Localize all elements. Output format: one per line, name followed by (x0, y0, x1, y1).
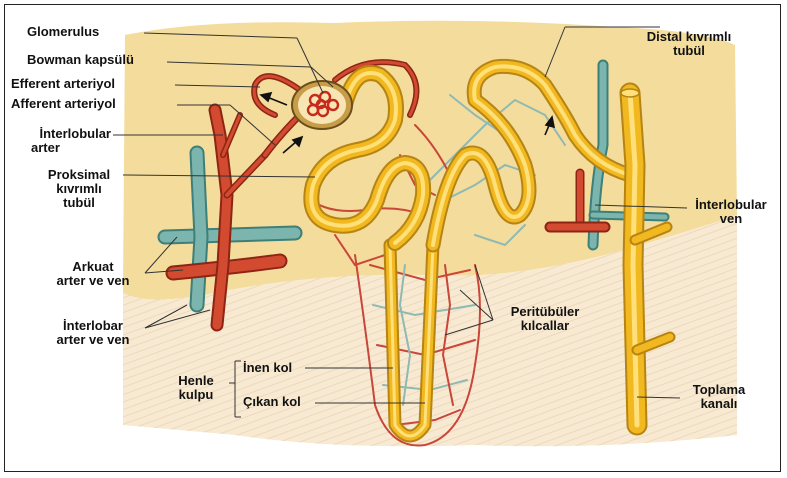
henle-loop (383, 238, 440, 443)
label-interlobar-line1: İnterlobar (63, 318, 123, 333)
label-interlobular-vein-line2: ven (719, 211, 743, 226)
label-distal-tubule: Distal kıvrımlı tubül (629, 30, 749, 58)
collecting-duct-top (620, 88, 640, 98)
label-interlobular-artery-line1: İnterlobular (39, 126, 111, 141)
label-arcuate-line2: arter ve ven (56, 273, 130, 288)
label-glomerulus: Glomerulus (27, 24, 100, 39)
label-collecting-line2: kanalı (700, 396, 738, 411)
label-arcuate: Arkuat arter ve ven (43, 260, 143, 288)
diagram-frame: Glomerulus Bowman kapsülü Efferent arter… (4, 4, 781, 472)
label-interlobar: İnterlobar arter ve ven (43, 319, 143, 347)
interlobular-artery-right (544, 168, 611, 233)
label-proximal-tubule: Proksimal kıvrımlı tubül (35, 168, 123, 210)
label-interlobular-artery-line2: arter (31, 140, 60, 155)
glomerulus-tuft (306, 90, 340, 118)
label-peritubular-line2: kılcallar (520, 318, 570, 333)
label-henle-loop: Henle kulpu (165, 374, 227, 402)
label-proximal-line3: tubül (63, 195, 95, 210)
label-proximal-line1: Proksimal (47, 167, 111, 182)
label-distal-line1: Distal kıvrımlı (646, 29, 732, 44)
label-proximal-line2: kıvrımlı (56, 181, 102, 196)
label-peritubular-capillaries: Peritübüler kılcallar (495, 305, 595, 333)
label-ascending-limb: Çıkan kol (243, 394, 301, 409)
distal-tubule (425, 58, 638, 253)
label-efferent-arteriole: Efferent arteriyol (11, 76, 116, 91)
proximal-tubule (303, 65, 432, 251)
label-henle-line1: Henle (178, 373, 214, 388)
nephron-illustration (113, 20, 737, 447)
collecting-duct (619, 82, 676, 436)
label-interlobular-vein: İnterlobular ven (683, 198, 779, 226)
label-henle-line2: kulpu (178, 387, 214, 402)
flow-arrows (259, 91, 556, 154)
label-distal-line2: tubül (673, 43, 705, 58)
label-bowman-capsule: Bowman kapsülü (27, 52, 134, 67)
label-peritubular-line1: Peritübüler (510, 304, 580, 319)
label-descending-limb: İnen kol (243, 360, 293, 375)
label-arcuate-line1: Arkuat (72, 259, 114, 274)
label-afferent-arteriole: Afferent arteriyol (11, 96, 116, 111)
label-interlobular-artery: İnterlobular arter (11, 127, 111, 155)
leader-lines (113, 26, 688, 418)
label-interlobular-vein-line1: İnterlobular (695, 197, 767, 212)
label-interlobar-line2: arter ve ven (56, 332, 130, 347)
arcuate-artery (165, 103, 288, 332)
label-collecting-line1: Toplama (692, 382, 746, 397)
label-collecting-duct: Toplama kanalı (679, 383, 759, 411)
